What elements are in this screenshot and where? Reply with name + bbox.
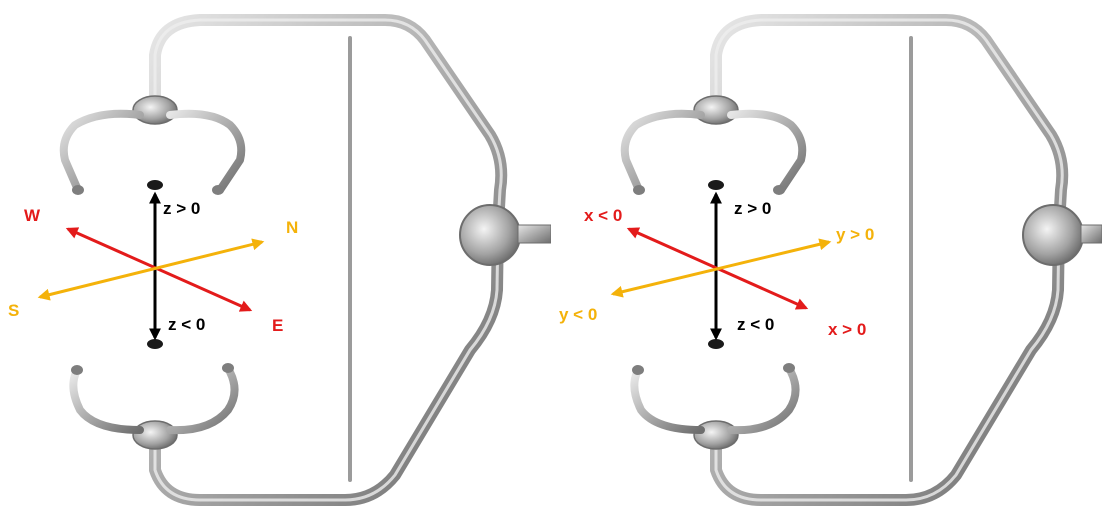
yellow-axis-arrow <box>37 238 265 301</box>
z-negative-label: z < 0 <box>168 315 205 334</box>
x-positive-label: x > 0 <box>828 320 866 339</box>
anemometer-figure: z > 0 z < 0 W E N S <box>8 14 551 506</box>
anemometer-figure: z > 0 z < 0 x < 0 x > 0 y > 0 y < 0 <box>559 14 1102 506</box>
anemometer-panel-compass: z > 0 z < 0 W E N S <box>8 14 551 506</box>
x-negative-label: x < 0 <box>584 206 622 225</box>
red-end-label: E <box>272 316 283 335</box>
anemometer-frame <box>59 14 551 506</box>
anemometer-frame <box>620 14 1102 506</box>
yellow-end-label: N <box>286 218 298 237</box>
z-positive-label: z > 0 <box>163 199 200 218</box>
anemometer-panel-coordinates: z > 0 z < 0 x < 0 x > 0 y > 0 y < 0 <box>551 0 1102 517</box>
z-positive-label: z > 0 <box>734 199 771 218</box>
red-axis-arrow <box>65 227 253 312</box>
z-negative-label: z < 0 <box>737 315 774 334</box>
yellow-start-label: S <box>8 301 19 320</box>
y-negative-label: y < 0 <box>559 305 597 324</box>
red-start-label: W <box>24 206 41 225</box>
y-positive-label: y > 0 <box>836 225 874 244</box>
y-axis-arrow <box>610 238 832 298</box>
